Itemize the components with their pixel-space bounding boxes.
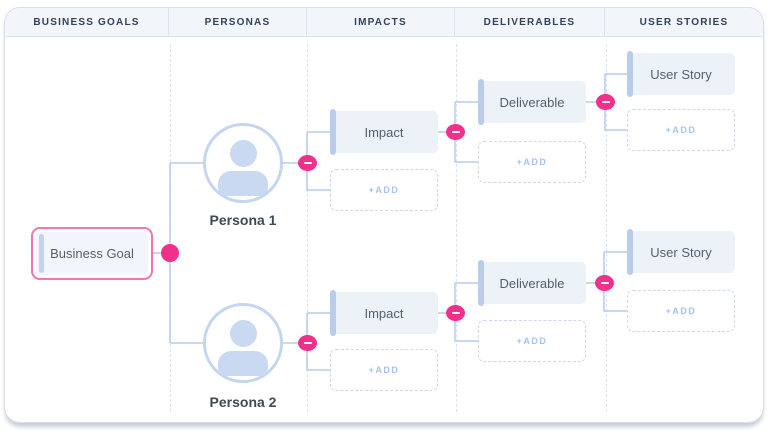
minus-icon [451, 131, 460, 133]
collapse-button[interactable] [446, 305, 465, 321]
business-goal-label: Business Goal [50, 246, 134, 261]
column-header-user-stories: USER STORIES [639, 16, 729, 28]
node-accent-bar [330, 109, 336, 155]
node-accent-bar [478, 260, 484, 306]
user-story-node[interactable]: User Story [627, 51, 735, 97]
collapse-button[interactable] [446, 124, 465, 140]
persona-1-label: Persona 1 [209, 212, 277, 228]
impact-label: Impact [364, 305, 404, 321]
impact-node[interactable]: Impact [330, 109, 438, 155]
persona-1-node[interactable] [203, 123, 283, 203]
column-header-impacts: IMPACTS [307, 8, 455, 36]
dot-connector-icon[interactable] [161, 244, 179, 262]
column-separator [606, 44, 607, 412]
user-story-node[interactable]: User Story [627, 229, 735, 275]
deliverable-node[interactable]: Deliverable [478, 260, 586, 306]
add-impact-button[interactable]: +ADD [330, 169, 438, 211]
impact-label: Impact [364, 124, 404, 140]
user-story-label: User Story [650, 66, 712, 82]
column-separator [307, 44, 308, 412]
collapse-button[interactable] [298, 335, 317, 351]
minus-icon [303, 342, 312, 344]
add-user-story-button[interactable]: +ADD [627, 290, 735, 332]
person-icon [230, 140, 257, 167]
user-story-label: User Story [650, 244, 712, 260]
node-accent-bar [478, 79, 484, 125]
add-user-story-button[interactable]: +ADD [627, 109, 735, 151]
add-deliverable-button[interactable]: +ADD [478, 320, 586, 362]
node-accent-bar [39, 234, 44, 273]
minus-icon [601, 101, 610, 103]
deliverable-node[interactable]: Deliverable [478, 79, 586, 125]
persona-2-node[interactable] [203, 303, 283, 383]
node-accent-bar [627, 51, 633, 97]
impact-node[interactable]: Impact [330, 290, 438, 336]
add-deliverable-button[interactable]: +ADD [478, 141, 586, 183]
node-accent-bar [330, 290, 336, 336]
deliverable-label: Deliverable [499, 275, 565, 291]
deliverable-label: Deliverable [499, 94, 565, 110]
node-accent-bar [627, 229, 633, 275]
person-icon [218, 171, 268, 196]
collapse-button[interactable] [596, 94, 615, 110]
minus-icon [451, 312, 460, 314]
business-goal-card: Business Goal [36, 232, 148, 275]
collapse-button[interactable] [595, 275, 614, 291]
business-goal-node[interactable]: Business Goal [31, 227, 153, 280]
minus-icon [600, 282, 609, 284]
persona-2-label: Persona 2 [209, 394, 277, 410]
add-impact-button[interactable]: +ADD [330, 349, 438, 391]
person-icon [218, 351, 268, 376]
collapse-button[interactable] [298, 155, 317, 171]
column-header-deliverables: DELIVERABLES [455, 8, 605, 36]
column-header-personas: PERSONAS [169, 8, 307, 36]
column-header-business-goals: BUSINESS GOALS [5, 8, 169, 36]
minus-icon [303, 162, 312, 164]
person-icon [230, 320, 257, 347]
column-separator [456, 44, 457, 412]
column-header-row: BUSINESS GOALS PERSONAS IMPACTS DELIVERA… [5, 8, 763, 37]
